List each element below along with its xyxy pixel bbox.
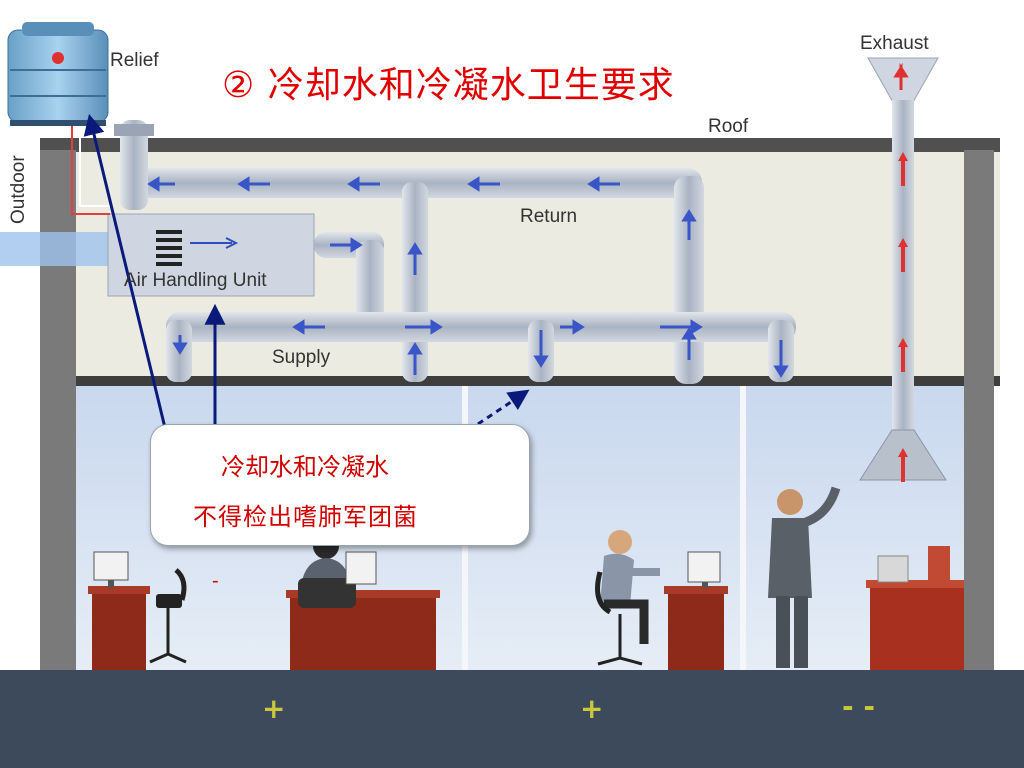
ahu-inlet-arrow: [190, 237, 239, 249]
right-wall: [964, 150, 994, 670]
supply-riser: [356, 240, 384, 330]
left-wall: [40, 150, 76, 670]
exhaust-hood-top: [867, 57, 939, 105]
ground-strip: [0, 670, 1024, 768]
cooling-tower-icon: [7, 22, 109, 126]
label-supply: Supply: [272, 347, 331, 368]
label-relief: Relief: [110, 50, 159, 71]
desk-icon: [664, 586, 728, 670]
dash-mark: -: [212, 570, 219, 592]
label-roof: Roof: [708, 116, 749, 137]
floor-slab: [40, 376, 1000, 386]
label-return: Return: [520, 206, 578, 227]
roof-slab: [40, 138, 1000, 152]
label-outdoor: Outdoor: [8, 155, 29, 224]
lab-bench-icon: [866, 546, 964, 670]
person-icon: [768, 486, 841, 668]
monitor-icon: [93, 551, 129, 588]
callout-box: 冷却水和冷凝水 不得检出嗜肺军团菌: [150, 424, 530, 546]
flow-arrows: [147, 176, 789, 378]
pointer-arrow-tower: [83, 113, 168, 433]
callout-line-1: 冷却水和冷凝水: [221, 453, 389, 481]
supply-duct-main: [166, 312, 796, 342]
damper-icon: [156, 230, 182, 266]
person-icon: [600, 530, 660, 644]
monitor-icon: [345, 551, 377, 585]
cooling-water-pipe: [71, 126, 110, 215]
callout-line-2: 不得检出嗜肺军团菌: [193, 503, 418, 531]
relief-cap: [114, 124, 154, 136]
desk-icon: [286, 590, 440, 670]
outdoor-intake: [0, 232, 110, 266]
relief-duct: [120, 120, 148, 210]
air-handling-unit: [107, 213, 315, 297]
pressure-mark-middle: +: [580, 692, 603, 725]
label-air-handling-unit: Air Handling Unit: [124, 270, 267, 291]
pointer-arrow-diffuser: [477, 389, 530, 426]
desk-icon: [88, 586, 150, 670]
label-exhaust: Exhaust: [860, 33, 929, 54]
monitor-icon: [687, 551, 721, 588]
pressure-mark-right: - -: [842, 690, 875, 723]
cooling-water-pipe-return: [79, 126, 110, 207]
slide-title: ② 冷却水和冷凝水卫生要求: [222, 65, 675, 106]
exhaust-arrows: [893, 62, 909, 482]
chair-icon: [149, 568, 187, 664]
pressure-mark-left: +: [262, 692, 285, 725]
chair-icon: [595, 571, 643, 666]
partition-2: [740, 386, 746, 670]
